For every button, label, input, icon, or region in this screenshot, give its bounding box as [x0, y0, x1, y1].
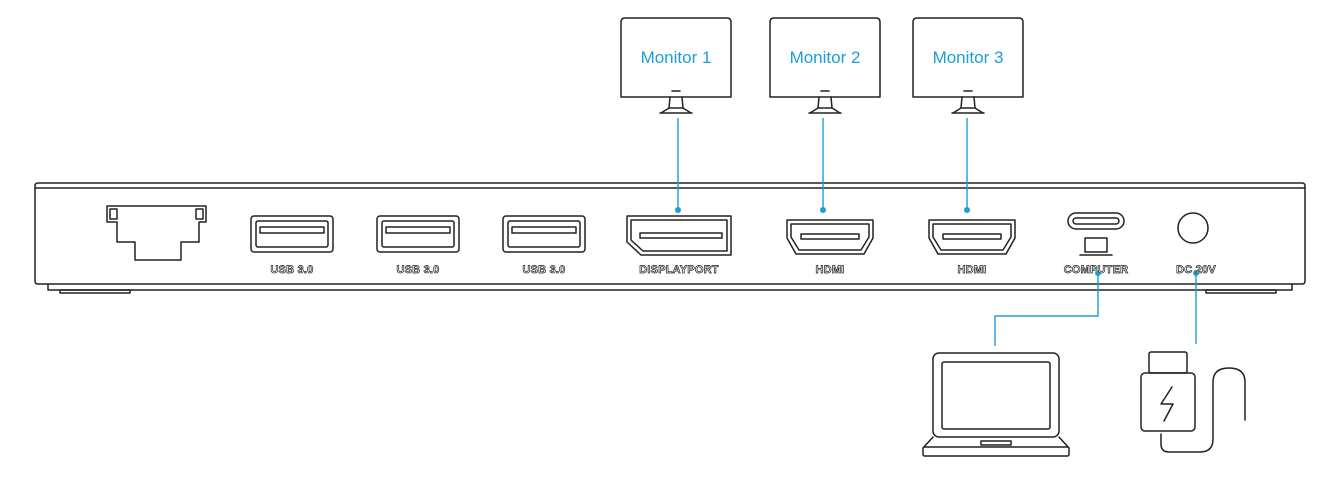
laptop-icon	[922, 352, 1070, 457]
power-adapter-icon	[1140, 351, 1246, 453]
hdmi-2-label: HDMI	[958, 264, 987, 276]
usb-port-2-icon	[376, 215, 460, 253]
monitor-1-icon	[620, 17, 732, 114]
monitor-3-icon	[912, 17, 1024, 114]
usb-port-3-icon	[502, 215, 586, 253]
computer-label: COMPUTER	[1064, 264, 1129, 276]
monitor-2-label: Monitor 2	[790, 48, 861, 67]
hdmi-1-label: HDMI	[816, 264, 845, 276]
dc-power-jack-icon	[1177, 212, 1209, 244]
usb-3-label: USB 3.0	[523, 264, 566, 276]
usb-port-1-icon	[250, 215, 334, 253]
hdmi-port-2-icon	[928, 219, 1016, 255]
monitor-2-icon	[769, 17, 881, 114]
usb-c-computer-port-icon	[1067, 212, 1125, 256]
usb-2-label: USB 3.0	[397, 264, 440, 276]
displayport-port-icon	[626, 215, 732, 256]
usb-1-label: USB 3.0	[271, 264, 314, 276]
monitor-3-label: Monitor 3	[933, 48, 1004, 67]
displayport-label: DISPLAYPORT	[639, 264, 719, 276]
ethernet-port-icon	[106, 205, 207, 261]
connector-laptop	[994, 273, 1099, 346]
hdmi-port-1-icon	[786, 219, 874, 255]
dock-body	[34, 182, 1306, 294]
monitor-1-label: Monitor 1	[641, 48, 712, 67]
lightning-bolt-icon	[1160, 386, 1174, 422]
dc-20v-label: DC 20V	[1176, 264, 1216, 276]
